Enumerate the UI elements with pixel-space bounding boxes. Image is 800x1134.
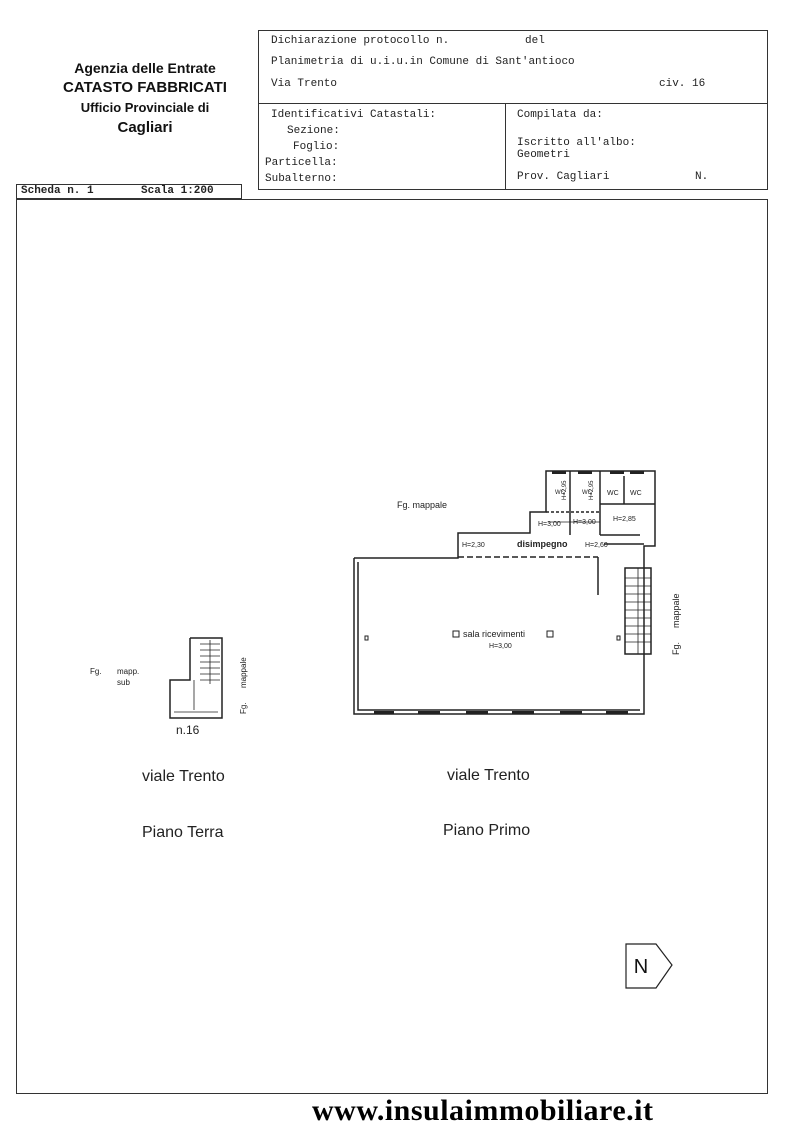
civic-number-label: n.16 [176,723,200,737]
particella-label: Particella: [265,157,338,169]
height-label-3: H=3,00 [538,521,561,528]
subalterno-label: Subalterno: [265,173,338,185]
piano-terra-title: Piano Terra [142,824,224,841]
mapp-left-label: mapp. [117,667,139,676]
piano-terra-steps [200,640,220,684]
window-marks [374,471,644,714]
del-label: del [525,35,545,47]
mappale-right-label: mappale [671,593,681,628]
drawing-frame [16,199,768,1094]
civ-label: civ. 16 [659,78,706,90]
compilata-section: Compilata da: Iscritto all'albo: Geometr… [505,103,767,189]
identificativi-label: Identificativi Catastali: [271,109,437,121]
wc-label-3: WC [607,490,619,497]
piano-terra-plan [169,637,223,719]
fg-left-label: Fg. [90,667,102,676]
height-label-7: H=2,60 [585,542,608,549]
columns [364,630,621,641]
sala-height-label: H=3,00 [489,643,512,650]
scheda-strip: Scheda n. 1 Scala 1:200 [16,184,242,199]
fg-small-label: Fg. [239,702,248,714]
mappale-small-label: mappale [239,657,248,688]
fg-mappale-top: Fg. mappale [397,500,447,510]
header-box: Dichiarazione protocollo n. del Planimet… [258,30,768,190]
agency-name: Agenzia delle Entrate [74,60,216,76]
compilata-label: Compilata da: [517,109,603,121]
wc-label-2: WC [582,490,593,496]
sala-label: sala ricevimenti [463,629,525,639]
planimetria-label: Planimetria di u.i.u.in Comune di Sant'a… [271,56,575,68]
scheda-number: Scheda n. 1 [21,185,94,197]
ufficio-label: Ufficio Provinciale di [80,100,210,115]
north-label: N [634,956,648,978]
height-label-5: H=2,85 [613,516,636,523]
iscritto-label: Iscritto all'albo: [517,137,636,149]
agency-block: Agenzia delle Entrate CATASTO FABBRICATI… [40,58,250,138]
piano-primo-plan [353,470,656,715]
staircase-steps [625,568,651,654]
height-label-1: H=2,95 [562,480,568,500]
north-arrow-icon [625,943,673,989]
wc-label-4: WC [630,490,642,497]
height-label-4: H=3,00 [573,519,596,526]
wc-label-1: WC [555,490,566,496]
foglio-label: Foglio: [293,141,340,153]
catasto-title: CATASTO FABBRICATI [63,79,227,96]
sub-left-label: sub [117,678,130,687]
piano-primo-title: Piano Primo [443,822,531,839]
province-label: Cagliari [117,119,173,136]
sezione-label: Sezione: [287,125,340,137]
prov-label: Prov. Cagliari [517,171,610,183]
viale-trento-left: viale Trento [142,768,225,785]
header-top-section: Dichiarazione protocollo n. del Planimet… [259,31,767,104]
geometri-label: Geometri [517,149,570,161]
viale-trento-right: viale Trento [447,767,530,784]
scala-label: Scala 1:200 [141,185,214,197]
fg-right-label: Fg. [671,642,681,655]
disimpegno-label: disimpegno [517,539,568,549]
n-label: N. [695,171,709,183]
watermark-url: www.insulaimmobiliare.it [312,1094,654,1127]
via-label: Via Trento [271,78,338,90]
height-label-2: H=2,95 [589,480,595,500]
identificativi-section: Identificativi Catastali: Sezione: Fogli… [259,103,506,189]
height-label-6: H=2,30 [462,542,485,549]
dichiarazione-label: Dichiarazione protocollo n. [271,35,450,47]
